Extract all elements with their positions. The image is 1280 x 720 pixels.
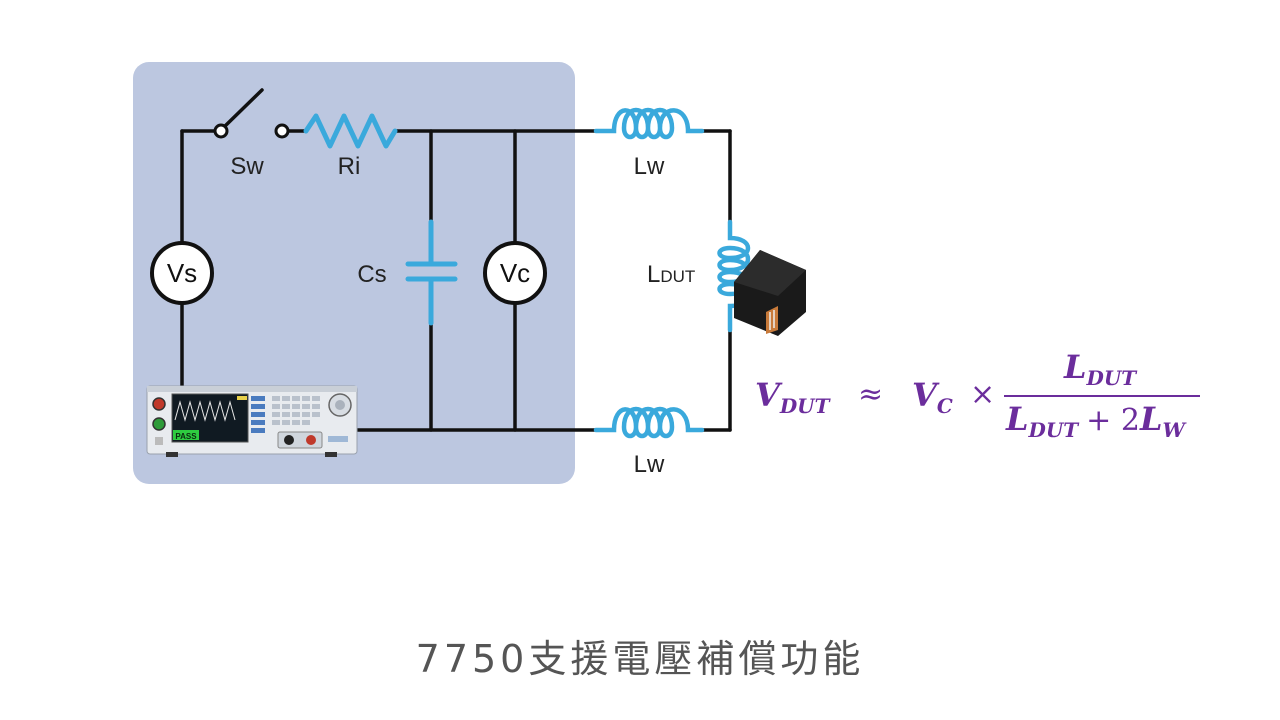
voltage-source-vs	[150, 241, 214, 305]
slide-caption: 7750支援電壓補償功能	[415, 637, 865, 681]
instrument-status-text: PASS	[175, 432, 197, 441]
sw-label: Sw	[230, 153, 264, 180]
formula-vc-sub: C	[937, 394, 953, 418]
ldut-label-sub: DUT	[660, 267, 695, 286]
cs-label: Cs	[357, 261, 386, 288]
formula-den-sub1: DUT	[1028, 418, 1081, 442]
formula-num-var: L	[1063, 348, 1087, 386]
formula-den-plus: + 2	[1086, 403, 1140, 438]
formula-lhs-var: V	[755, 376, 783, 414]
capacitor-cs	[405, 219, 458, 326]
formula-lhs-sub: DUT	[779, 394, 832, 418]
formula-vc: VC	[912, 376, 953, 418]
formula-den-var2: L	[1139, 400, 1163, 438]
voltage-compensation-formula: VDUT ≈ VC × LDUT LDUT+ 2LW	[755, 348, 1200, 442]
formula-approx: ≈	[858, 377, 883, 412]
switch-contact-right	[274, 123, 290, 139]
lw-bottom-label: Lw	[634, 451, 665, 478]
tester-instrument-icon: PASS	[146, 385, 358, 457]
ldut-label-main: L	[647, 261, 660, 288]
formula-numerator: LDUT	[1063, 348, 1138, 390]
formula-times: ×	[970, 377, 995, 412]
ri-label: Ri	[338, 153, 361, 180]
instrument-panel-background	[133, 62, 575, 484]
formula-den-sub2: W	[1162, 418, 1187, 442]
lw-top-label: Lw	[634, 153, 665, 180]
formula-lhs: VDUT	[755, 376, 832, 418]
ldut-label: LDUT	[647, 261, 695, 288]
switch-contact-left	[213, 123, 229, 139]
resistor-ri	[303, 113, 398, 149]
inductor-lw-bottom	[593, 406, 705, 439]
formula-vc-var: V	[912, 376, 940, 414]
vs-label: Vs	[167, 258, 197, 288]
vc-label: Vc	[500, 258, 530, 288]
formula-denominator: LDUT+ 2LW	[1005, 400, 1187, 442]
voltmeter-vc	[483, 241, 547, 305]
formula-num-sub: DUT	[1086, 366, 1139, 390]
inductor-lw-top	[593, 107, 705, 140]
formula-den-var1: L	[1005, 400, 1029, 438]
ldut-component-icon	[734, 250, 806, 336]
